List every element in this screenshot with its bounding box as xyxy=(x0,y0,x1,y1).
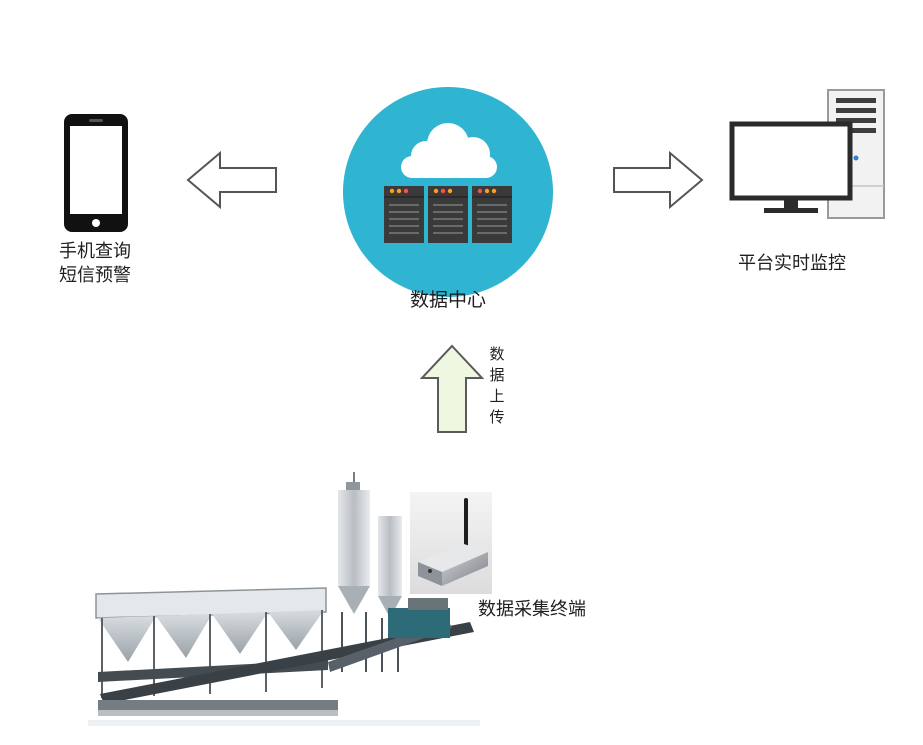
upload-char: 上 xyxy=(489,387,505,405)
wireless-router-icon xyxy=(410,492,492,594)
upload-char: 数 xyxy=(489,345,505,363)
right-arrow-icon xyxy=(613,150,704,210)
data-center-label: 数据中心 xyxy=(409,289,486,311)
upload-arrow-icon xyxy=(420,344,484,433)
left-arrow-icon xyxy=(186,150,277,210)
upload-char: 传 xyxy=(489,408,505,426)
mobile-label: 手机查询 短信预警 xyxy=(40,240,150,288)
desktop-computer-icon xyxy=(729,89,885,219)
batching-plant-illustration xyxy=(88,472,480,726)
cloud-server-icon xyxy=(343,87,553,297)
upload-char: 据 xyxy=(489,366,505,384)
platform-label: 平台实时监控 xyxy=(738,253,846,274)
mobile-label-line2: 短信预警 xyxy=(59,265,131,286)
smartphone-icon xyxy=(64,114,128,232)
upload-text: 数 据 上 传 xyxy=(488,344,506,428)
mobile-label-line1: 手机查询 xyxy=(59,241,131,262)
terminal-label: 数据采集终端 xyxy=(478,599,586,620)
